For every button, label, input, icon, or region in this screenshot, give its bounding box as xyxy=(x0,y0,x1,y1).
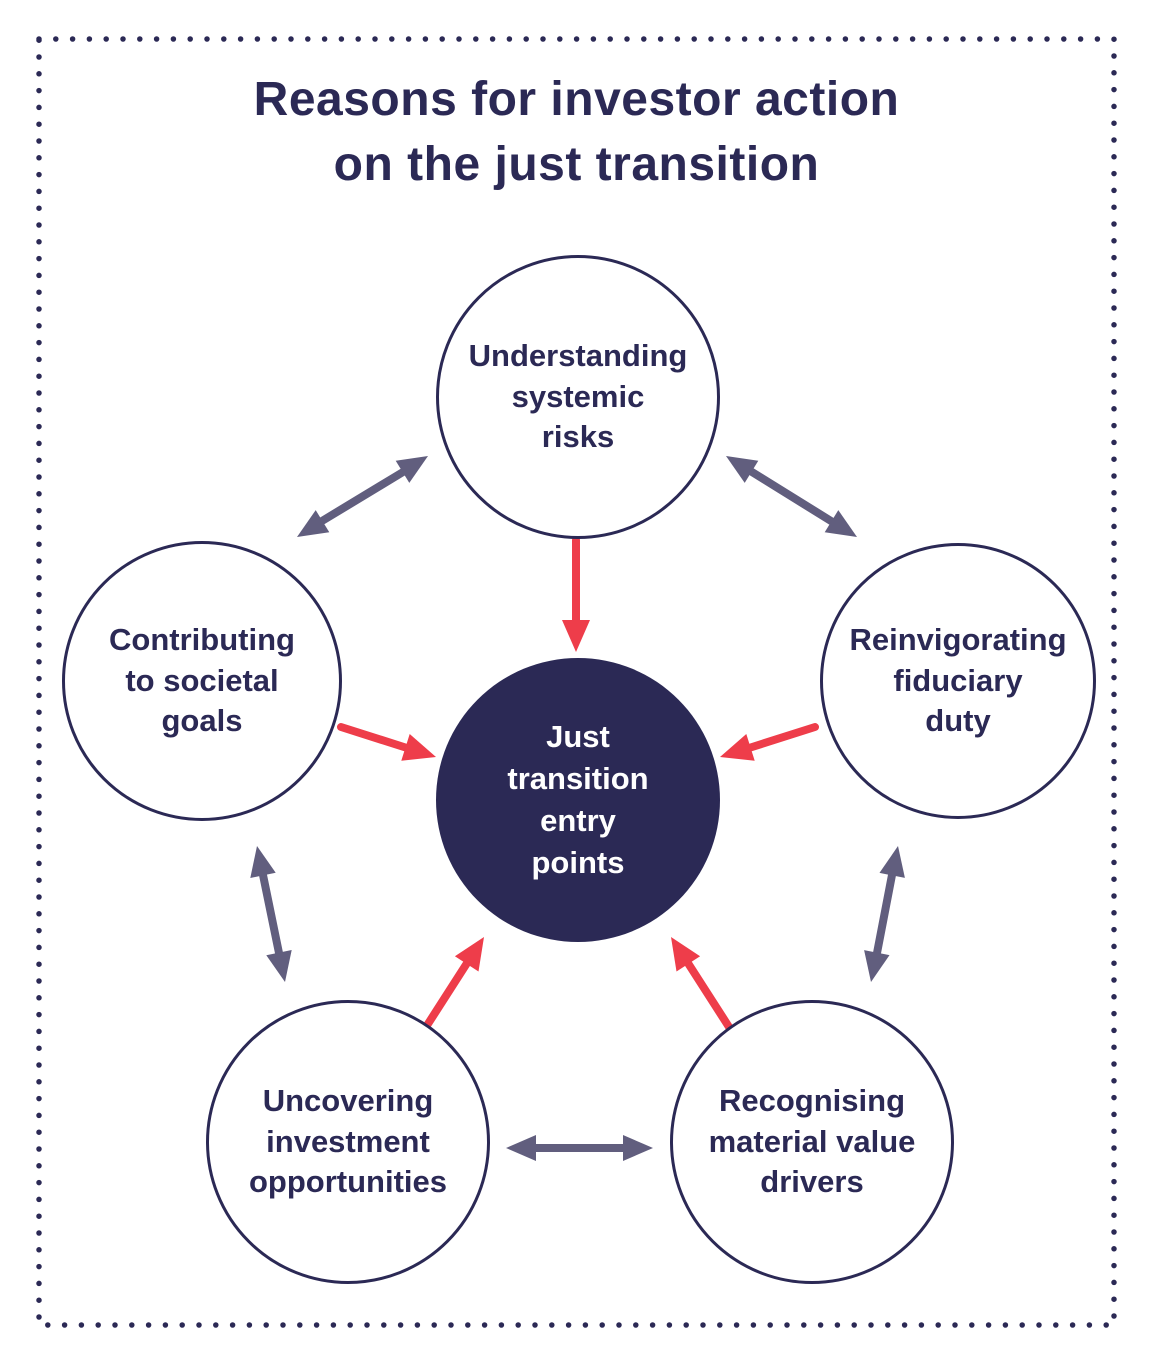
center-hub-label: Just transition entry points xyxy=(507,719,649,880)
diagram-title-line2: on the just transition xyxy=(333,137,820,191)
node-reinvigorating-fiduciary-duty-label: Reinvigorating fiduciary duty xyxy=(849,621,1067,739)
red-arrow-right-to-center-icon xyxy=(720,723,819,761)
red-arrow-top-to-center-icon xyxy=(562,536,590,652)
double-arrow-left-top-icon xyxy=(297,456,428,537)
node-understanding-systemic-risks: Understanding systemic risks xyxy=(436,255,720,539)
double-arrow-top-right-icon xyxy=(726,456,857,537)
dotted-border xyxy=(36,36,1117,1328)
node-uncovering-investment-opportunities: Uncovering investment opportunities xyxy=(206,1000,490,1284)
red-arrow-left-to-center-icon xyxy=(337,723,436,761)
double-arrow-left-side-icon xyxy=(250,846,292,982)
node-reinvigorating-fiduciary-duty: Reinvigorating fiduciary duty xyxy=(820,543,1096,819)
node-recognising-material-value-drivers: Recognising material value drivers xyxy=(670,1000,954,1284)
center-hub-just-transition-entry-points: Just transition entry points xyxy=(436,658,720,942)
node-contributing-to-societal-goals: Contributing to societal goals xyxy=(62,541,342,821)
diagram-title: Reasons for investor action on the just … xyxy=(0,68,1153,198)
node-recognising-material-value-drivers-label: Recognising material value drivers xyxy=(708,1082,916,1200)
node-contributing-to-societal-goals-label: Contributing to societal goals xyxy=(109,621,295,739)
red-arrow-bottom-left-to-center-icon xyxy=(422,937,484,1031)
double-arrow-bottom-icon xyxy=(506,1135,653,1161)
node-understanding-systemic-risks-label: Understanding systemic risks xyxy=(468,337,688,455)
red-arrow-bottom-right-to-center-icon xyxy=(671,937,733,1031)
node-uncovering-investment-opportunities-label: Uncovering investment opportunities xyxy=(248,1082,448,1200)
double-arrow-right-side-icon xyxy=(864,846,905,982)
diagram-title-line1: Reasons for investor action xyxy=(253,73,900,126)
